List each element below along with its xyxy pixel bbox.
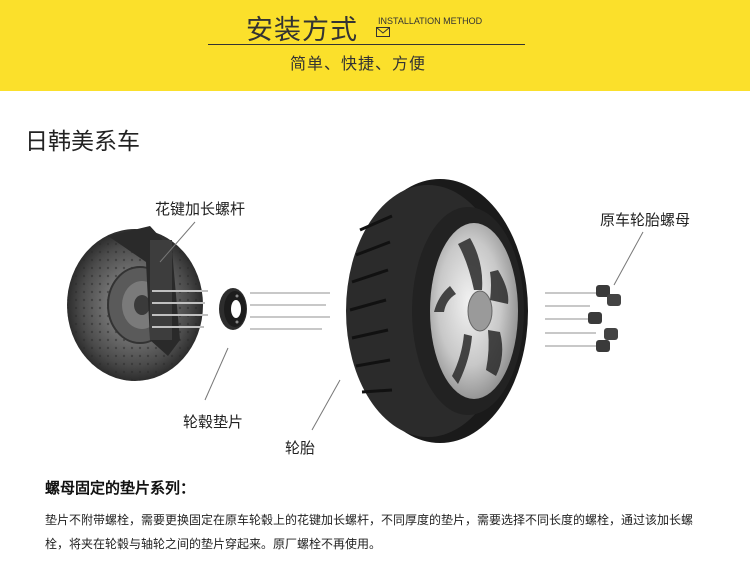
lug-nut-image (588, 285, 621, 352)
brake-disc-image (67, 226, 203, 381)
envelope-icon (376, 27, 390, 37)
label-spline-bolt: 花键加长螺杆 (155, 200, 246, 218)
note-body: 垫片不附带螺栓，需要更换固定在原车轮毂上的花键加长螺杆，不同厚度的垫片，需要选择… (45, 513, 694, 551)
label-lug-nut: 原车轮胎螺母 (600, 211, 691, 229)
note-title: 螺母固定的垫片系列： (45, 479, 196, 497)
header-banner: 安装方式 INSTALLATION METHOD 简单、快捷、方便 (0, 0, 750, 91)
label-tire: 轮胎 (285, 439, 316, 457)
section-title: 日韩美系车 (25, 129, 140, 155)
banner-divider (208, 44, 525, 45)
stud-lines (152, 290, 208, 328)
nut-leader (613, 231, 644, 286)
banner-subtitle: 简单、快捷、方便 (290, 54, 427, 73)
tire-image (346, 179, 528, 443)
banner-title: 安装方式 (246, 15, 358, 46)
label-wheel-spacer: 轮毂垫片 (183, 413, 244, 431)
banner-title-en: INSTALLATION METHOD (378, 16, 483, 26)
spacer-leader (204, 347, 229, 401)
bolt-leader (159, 221, 196, 263)
spacer-lines (250, 292, 330, 330)
tire-leader (311, 379, 341, 431)
wheel-spacer-image (219, 288, 247, 330)
nut-lines (545, 292, 600, 347)
